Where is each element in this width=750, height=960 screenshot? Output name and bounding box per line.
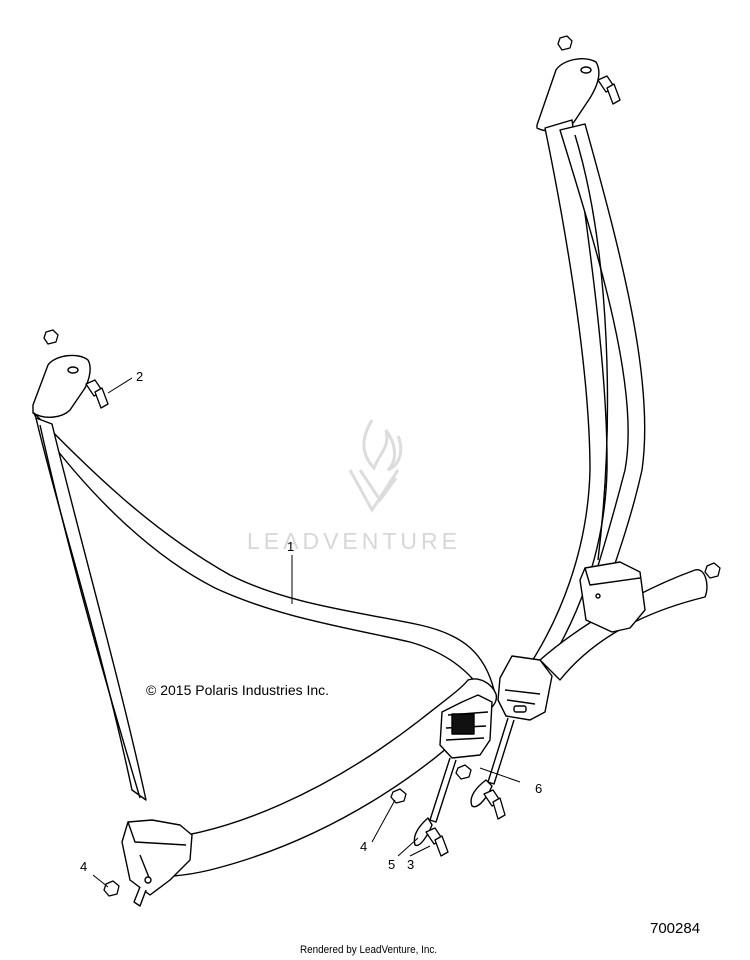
bolt-callout-2: [85, 379, 109, 409]
callout-6: 6: [535, 781, 543, 796]
left-buckle-cable: [429, 757, 457, 823]
callout-1: 1: [287, 539, 295, 554]
nut-right-top: [557, 35, 573, 51]
bolt-right-top: [597, 75, 621, 105]
left-retractor: [121, 819, 193, 896]
leader-lines: [92, 377, 521, 888]
nut-right-side: [704, 562, 721, 579]
right-buckle-tongue: [497, 655, 553, 721]
left-seat-belt: [32, 354, 498, 907]
left-upper-anchor-plate: [32, 354, 91, 418]
callout-4-left: 4: [80, 859, 88, 874]
center-buckle: [413, 694, 515, 847]
right-buckle-cable: [487, 717, 515, 785]
nut-center: [455, 764, 472, 780]
nut-callout-4-left: [103, 880, 120, 897]
callout-3: 3: [407, 857, 415, 872]
hardware: [43, 35, 721, 897]
nut-left-top: [43, 329, 59, 345]
bolt-callout-3: [425, 827, 449, 857]
render-credit-footer: Rendered by LeadVenture, Inc.: [300, 944, 438, 956]
watermark-brand-text: LEADVENTURE: [247, 528, 461, 554]
left-lower-strap: [147, 678, 498, 878]
copyright-notice: © 2015 Polaris Industries Inc.: [146, 682, 330, 698]
diagram-number: 700284: [650, 920, 701, 937]
right-retractor: [579, 561, 646, 633]
callout-2: 2: [136, 369, 144, 384]
callout-5: 5: [388, 857, 396, 872]
watermark-logo: [348, 419, 403, 513]
bolt-right-lower: [483, 789, 506, 820]
right-seat-belt: [497, 58, 708, 721]
callout-4-right: 4: [360, 839, 368, 854]
nut-callout-4-right: [390, 788, 407, 804]
